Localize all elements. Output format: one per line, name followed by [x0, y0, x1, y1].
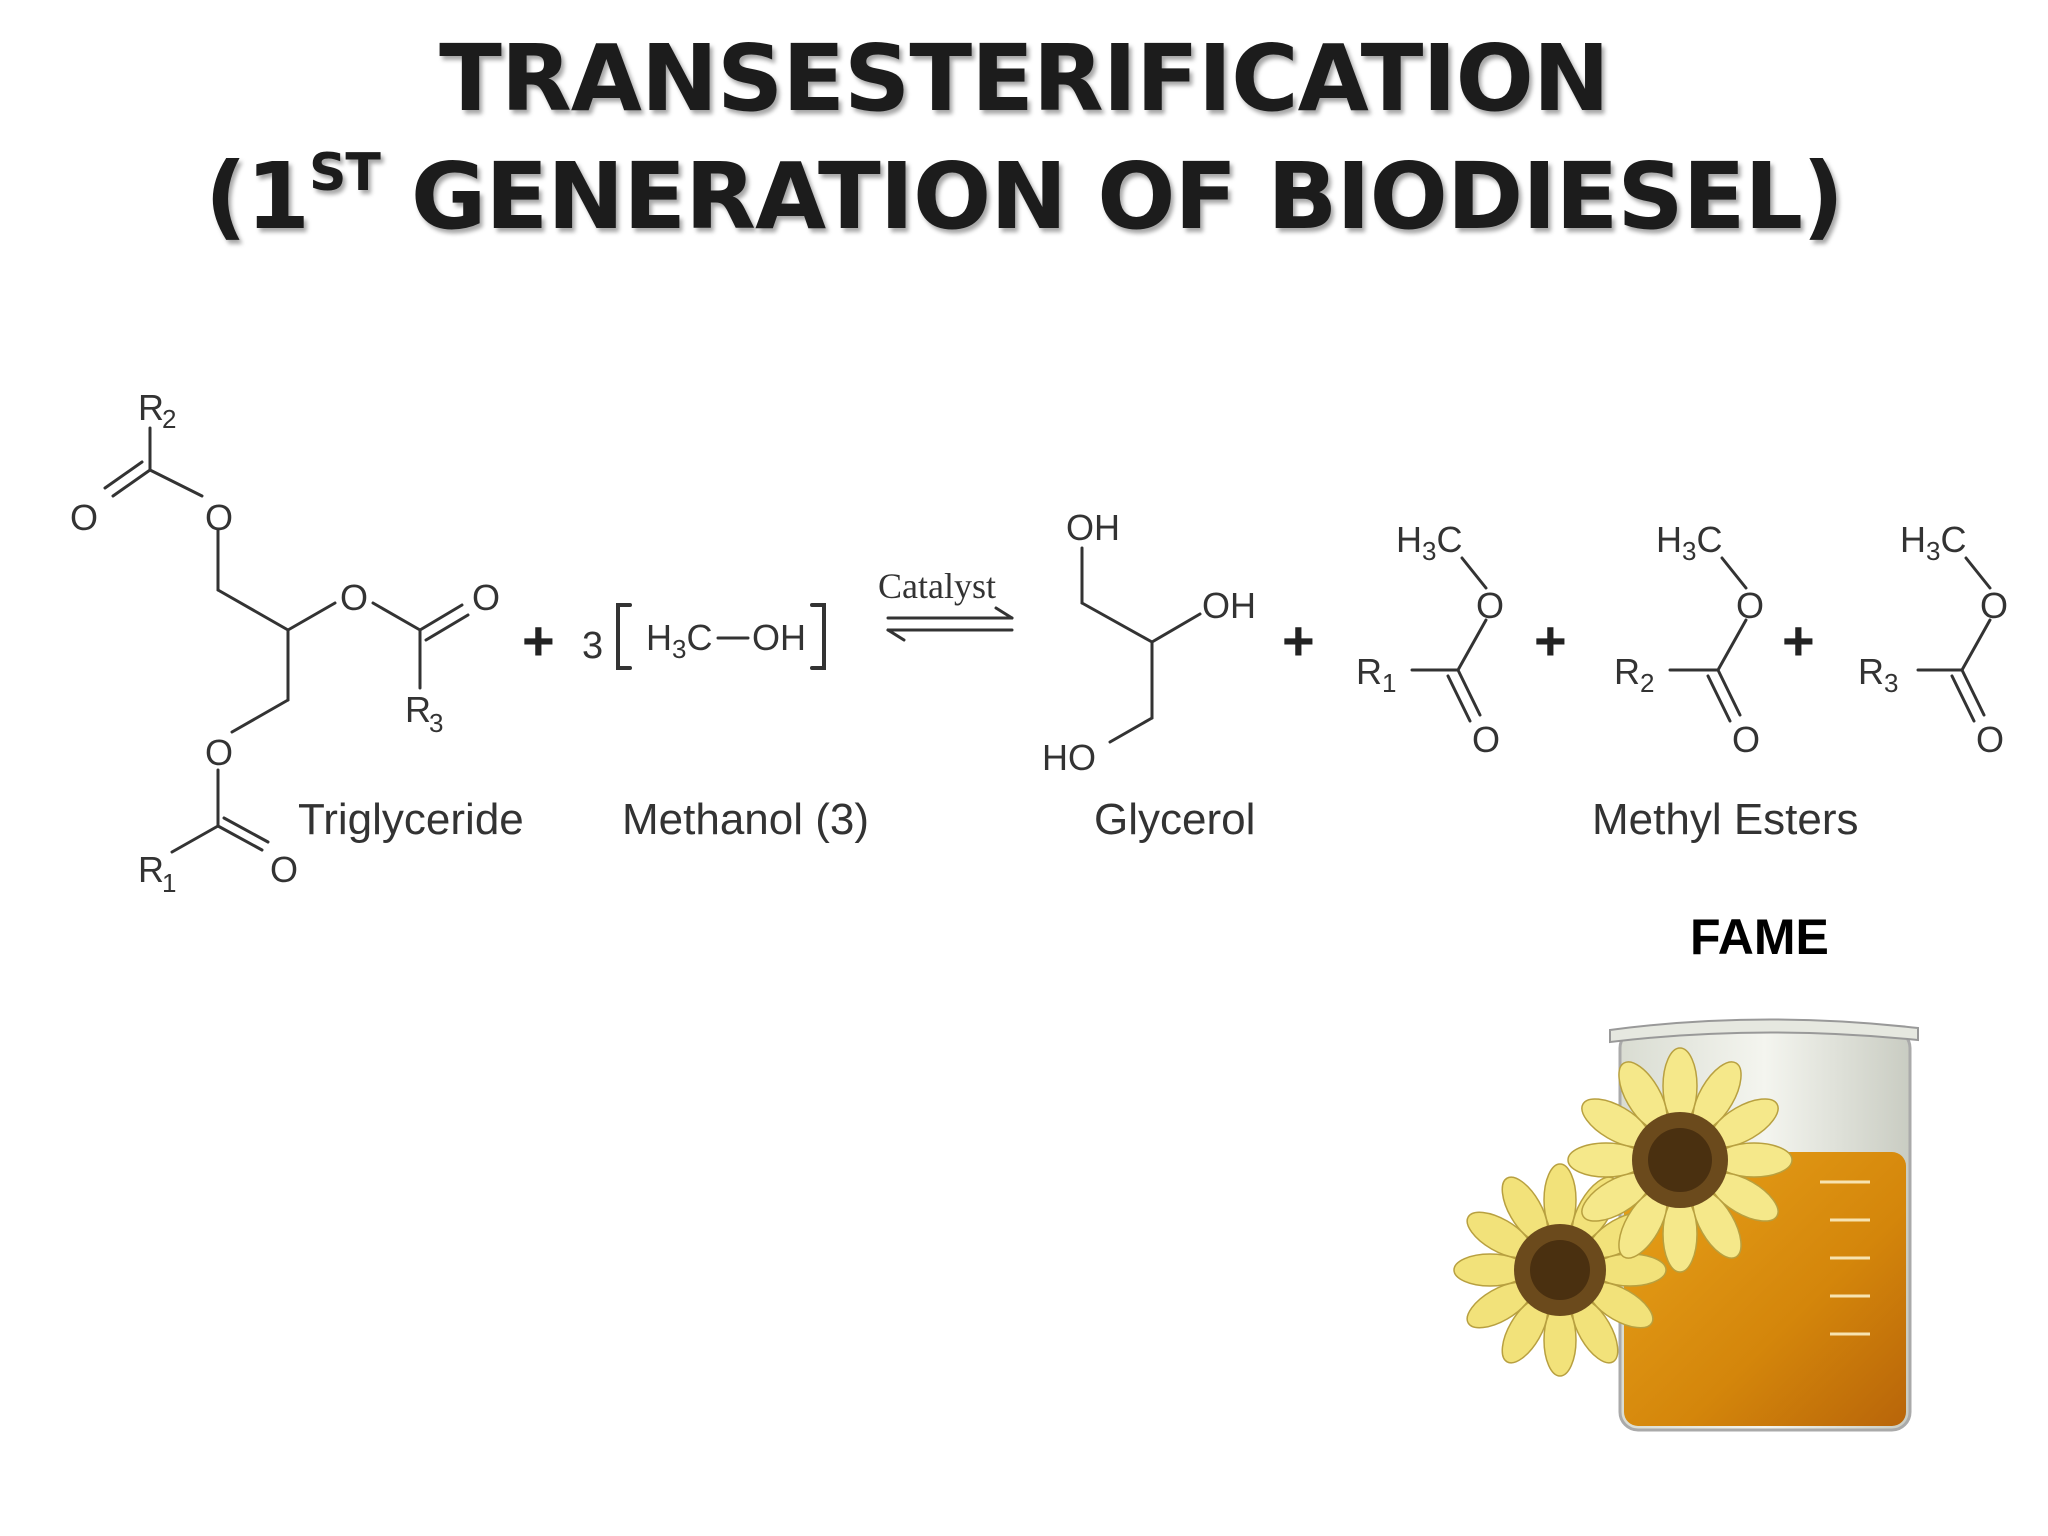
glycerol-ho-bottom: HO — [1042, 737, 1096, 778]
triglyceride-r1-label: R — [138, 849, 164, 890]
triglyceride-middle-ester-o: O — [340, 577, 368, 618]
glycerol-label: Glycerol — [1094, 795, 1255, 844]
glycerol-oh-middle: OH — [1202, 585, 1256, 626]
title-line-2: (1ST GENERATION OF BIODIESEL) — [0, 138, 2048, 256]
ester-1-o: O — [1476, 585, 1504, 626]
plus-sign-4: + — [1782, 609, 1815, 672]
ester-1-h3c: H3C — [1396, 519, 1462, 566]
triglyceride-bottom-carbonyl-o: O — [270, 849, 298, 890]
ester-2-h3c: H3C — [1656, 519, 1722, 566]
ester-3-carbonyl-o: O — [1976, 719, 2004, 760]
catalyst-label: Catalyst — [878, 566, 996, 606]
methanol-brackets — [616, 603, 826, 670]
triglyceride-r2-subscript: 2 — [162, 404, 176, 434]
triglyceride-r3-subscript: 3 — [429, 708, 443, 738]
triglyceride-bottom-ester-o: O — [205, 732, 233, 773]
triglyceride-r3-label: R — [405, 689, 431, 730]
title-superscript: ST — [308, 143, 381, 203]
ester-2-r2: R2 — [1614, 651, 1654, 698]
ester-3-o: O — [1980, 585, 2008, 626]
ester-1-carbonyl-o: O — [1472, 719, 1500, 760]
triglyceride-top-carbonyl-o: O — [70, 497, 98, 538]
methyl-esters-label: Methyl Esters — [1592, 795, 1859, 844]
triglyceride-r2-label: R — [138, 387, 164, 428]
biodiesel-beaker-with-sunflowers-image — [1453, 1018, 1919, 1432]
triglyceride-top-ester-o: O — [205, 497, 233, 538]
title-line-2-prefix: (1 — [204, 143, 310, 250]
title-line-2-suffix: GENERATION OF BIODIESEL) — [379, 143, 1844, 250]
ester-3-h3c: H3C — [1900, 519, 1966, 566]
title-line-1: TRANSESTERIFICATION — [439, 25, 1610, 132]
methyl-ester-2-structure — [1668, 556, 1748, 723]
glycerol-oh-top: OH — [1066, 507, 1120, 548]
sunflower-icon — [1453, 1163, 1667, 1377]
plus-sign-3: + — [1534, 609, 1567, 672]
triglyceride-structure — [103, 426, 470, 854]
triglyceride-label: Triglyceride — [298, 795, 524, 844]
methanol-oh: OH — [752, 617, 806, 658]
glycerol-structure — [1080, 546, 1202, 744]
ester-2-carbonyl-o: O — [1732, 719, 1760, 760]
methanol-coefficient: 3 — [582, 625, 603, 667]
slide-title: TRANSESTERIFICATION (1ST GENERATION OF B… — [0, 20, 2048, 256]
plus-sign-1: + — [522, 609, 555, 672]
fame-label: FAME — [1690, 909, 1829, 965]
plus-sign-2: + — [1282, 609, 1315, 672]
triglyceride-middle-carbonyl-o: O — [472, 577, 500, 618]
ester-3-r3: R3 — [1858, 651, 1898, 698]
ester-2-o: O — [1736, 585, 1764, 626]
sunflower-icon — [1567, 1047, 1793, 1273]
methyl-ester-1-structure — [1410, 556, 1488, 723]
methyl-ester-3-structure — [1916, 556, 1992, 723]
methanol-label: Methanol (3) — [622, 795, 869, 844]
ester-1-r1: R1 — [1356, 651, 1396, 698]
methanol-h3c: H3C — [646, 617, 712, 664]
triglyceride-r1-subscript: 1 — [162, 868, 176, 898]
equilibrium-arrows — [886, 606, 1014, 642]
